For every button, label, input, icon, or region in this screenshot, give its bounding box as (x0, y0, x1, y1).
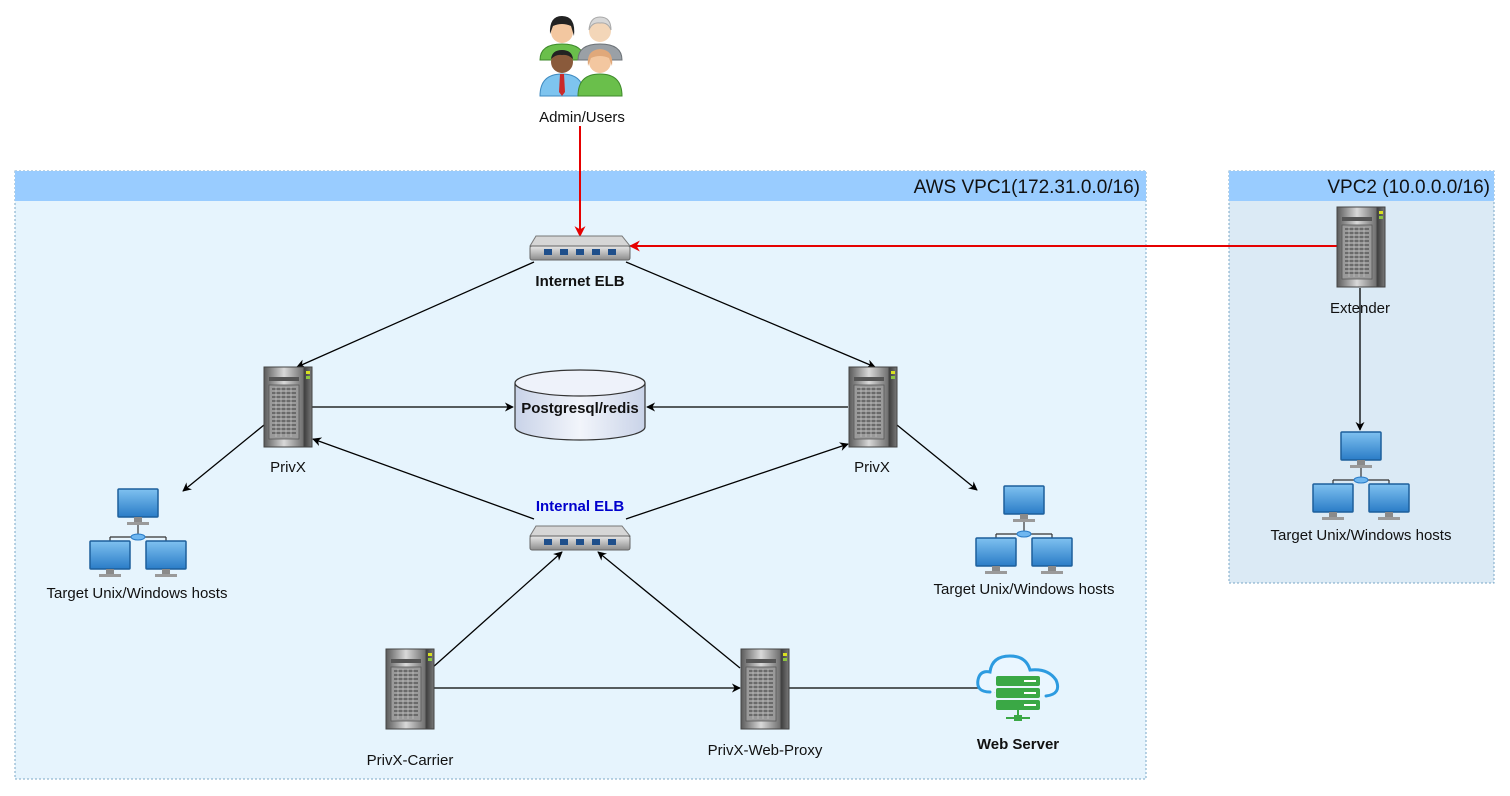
web-server-cloud-icon (976, 654, 1060, 721)
internet-elb-label: Internet ELB (535, 273, 624, 290)
vpc2-title: VPC2 (10.0.0.0/16) (1327, 177, 1490, 198)
users-icon (539, 16, 623, 97)
connectors (182, 126, 1365, 693)
edge-internal-elb-to-privx-left (312, 437, 535, 520)
privx-left-label: PrivX (270, 459, 306, 476)
carrier-server-icon (385, 648, 435, 730)
edge-privx-right-to-targets (896, 424, 978, 491)
web-proxy-label: PrivX-Web-Proxy (708, 742, 823, 759)
privx-right-server-icon (848, 366, 898, 448)
database-icon (514, 369, 646, 441)
privx-right-label: PrivX (854, 459, 890, 476)
extender-server-icon (1336, 206, 1386, 288)
database-label: Postgresql/redis (521, 400, 639, 417)
privx-left-server-icon (263, 366, 313, 448)
vpc1-title: AWS VPC1(172.31.0.0/16) (914, 177, 1140, 198)
web-server-label: Web Server (977, 736, 1059, 753)
edge-privx-left-to-targets (182, 424, 265, 492)
targets-left-label: Target Unix/Windows hosts (47, 585, 228, 602)
targets-vpc2-label: Target Unix/Windows hosts (1271, 527, 1452, 544)
edge-elb-to-privx-left (296, 261, 535, 368)
edge-carrier-to-internal-elb (431, 551, 563, 669)
internal-elb-icon (529, 525, 631, 551)
edge-internal-elb-to-privx-right (625, 442, 849, 520)
carrier-label: PrivX-Carrier (367, 752, 454, 769)
edge-web-proxy-to-internal-elb (597, 551, 741, 669)
edge-elb-to-privx-right (625, 261, 876, 368)
internet-elb-icon (529, 235, 631, 261)
web-proxy-server-icon (740, 648, 790, 730)
internal-elb-label: Internal ELB (536, 498, 625, 515)
users-label: Admin/Users (539, 109, 625, 126)
targets-right-label: Target Unix/Windows hosts (934, 581, 1115, 598)
extender-label: Extender (1330, 300, 1390, 317)
